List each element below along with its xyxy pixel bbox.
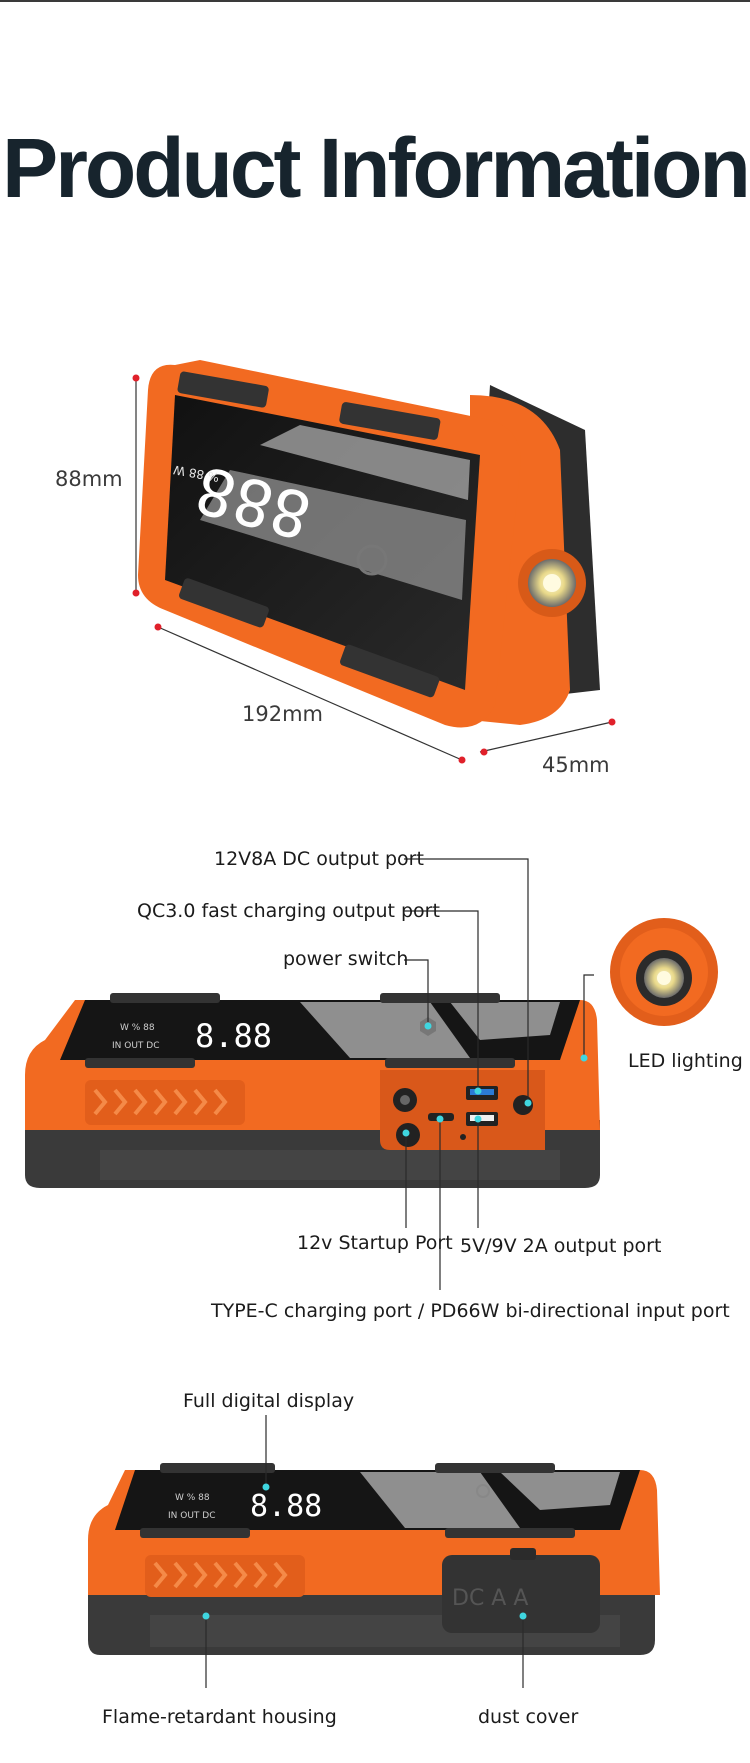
top-rule <box>0 0 750 2</box>
svg-text:W % 88: W % 88 <box>175 1493 210 1503</box>
device-ports-view: 8.88 W % 88 IN OUT DC <box>25 993 600 1188</box>
dimension-markers <box>132 374 616 764</box>
svg-text:IN OUT DC: IN OUT DC <box>168 1511 216 1521</box>
page-title: Product Information <box>2 121 750 215</box>
length-label: 192mm <box>242 702 323 726</box>
svg-text:8.88: 8.88 <box>250 1489 322 1524</box>
led-lighting-label: LED lighting <box>628 1050 743 1072</box>
callout-lines-ports <box>404 858 594 1290</box>
led-inset <box>610 918 718 1026</box>
callout-lines-features <box>205 1415 524 1688</box>
dust-cover-label: dust cover <box>478 1706 579 1728</box>
dc-output-label: 12V8A DC output port <box>214 848 424 870</box>
svg-text:W % 88: W % 88 <box>120 1023 155 1033</box>
dimension-lines <box>135 378 613 761</box>
display-label: Full digital display <box>183 1390 355 1412</box>
svg-text:IN OUT DC: IN OUT DC <box>112 1041 160 1051</box>
callout-dots-ports <box>402 1022 588 1137</box>
qc-output-label: QC3.0 fast charging output port <box>137 900 440 922</box>
power-switch-label: power switch <box>283 948 409 970</box>
depth-label: 45mm <box>542 753 610 777</box>
callout-dots-features <box>202 1483 527 1620</box>
housing-label: Flame-retardant housing <box>102 1706 337 1728</box>
svg-text:8.88: 8.88 <box>195 1017 272 1055</box>
typec-port-label: TYPE-C charging port / PD66W bi-directio… <box>211 1300 730 1322</box>
height-label: 88mm <box>55 467 123 491</box>
device-angled-view: 888 % 88 W <box>138 360 600 728</box>
usb-output-label: 5V/9V 2A output port <box>460 1235 662 1257</box>
startup-port-label: 12v Startup Port <box>297 1232 453 1254</box>
device-front-view: 8.88 W % 88 IN OUT DC DC A A <box>88 1463 660 1655</box>
svg-text:DC A A: DC A A <box>452 1586 528 1611</box>
